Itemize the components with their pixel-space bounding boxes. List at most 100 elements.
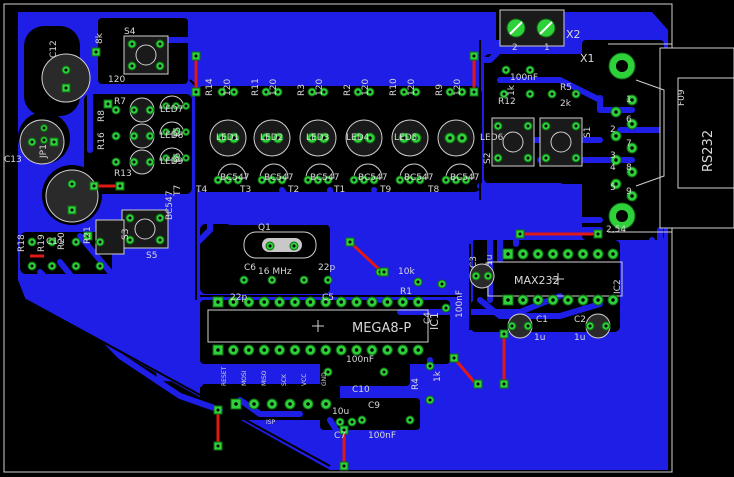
label-r2: R2	[343, 84, 353, 96]
label-x1-pin7: 7	[626, 139, 632, 149]
pad-hole	[350, 420, 354, 424]
label-f09: F09	[677, 89, 687, 106]
pad-hole	[416, 280, 420, 284]
label-r13: R13	[114, 169, 132, 179]
pad-hole	[444, 306, 448, 310]
label-rs232: RS232	[701, 130, 716, 172]
pad-hole	[506, 252, 510, 256]
label-t5: T5	[173, 127, 183, 139]
label-t4: T4	[195, 185, 207, 195]
pad-hole	[354, 348, 359, 352]
label-c1: C1	[536, 315, 548, 325]
label-x1-pin6: 6	[626, 115, 632, 125]
pad-hole	[128, 238, 132, 242]
pad-hole	[114, 134, 118, 138]
label-c2-val: 1u	[574, 333, 585, 343]
label-mcu: MEGA8-P	[352, 321, 411, 336]
pad-hole	[496, 156, 500, 160]
pad-hole	[220, 90, 224, 94]
pad-hole	[128, 216, 132, 220]
pad-hole	[194, 54, 198, 58]
pad-hole	[401, 348, 405, 352]
label-r14-val: 120	[223, 79, 233, 96]
pad-hole	[106, 102, 110, 106]
pad-hole	[502, 92, 506, 96]
label-led3: LED3	[306, 133, 329, 143]
label-isp-mosi: MOSI	[241, 370, 248, 386]
pad-hole	[247, 348, 251, 352]
pad-hole	[270, 278, 274, 282]
pad-hole	[326, 278, 330, 282]
pad-hole	[614, 158, 618, 162]
label-t8: T8	[427, 185, 439, 195]
pad-hole	[308, 348, 313, 352]
pad-hole	[114, 160, 118, 164]
label-x2-pin1: 1	[544, 43, 550, 53]
pad-hole	[268, 244, 272, 248]
pad-hole	[418, 178, 422, 182]
label-s1: S1	[583, 127, 593, 138]
pad-hole	[231, 300, 236, 304]
pad-hole	[158, 64, 162, 68]
label-r4: R4	[411, 378, 421, 390]
pad-hole	[448, 90, 452, 94]
pad-hole	[194, 90, 198, 94]
label-r19: R19	[37, 234, 47, 252]
pad-hole	[356, 136, 360, 140]
label-s4: S4	[124, 27, 136, 37]
label-led1: LED1	[216, 133, 239, 143]
pad-hole	[402, 90, 406, 94]
pad-hole	[322, 90, 326, 94]
pad-hole	[50, 240, 54, 244]
label-bc547-6: BC547	[450, 173, 479, 183]
label-x1-pin9: 9	[626, 187, 632, 197]
pad-hole	[270, 178, 274, 182]
pad-hole	[360, 418, 364, 422]
label-r20: R20	[57, 232, 67, 250]
pad-hole	[64, 86, 68, 90]
pad-hole	[526, 124, 530, 128]
pad-hole	[74, 240, 78, 244]
label-c10: C10	[352, 385, 370, 395]
pad-hole	[148, 134, 152, 138]
pad-hole	[454, 178, 458, 182]
pad-hole	[502, 382, 506, 386]
pad-hole	[402, 136, 406, 140]
label-r-8k: 8k	[95, 32, 105, 44]
pad-hole	[596, 252, 600, 256]
rs232-connector	[608, 43, 734, 233]
pad-hole	[184, 104, 188, 108]
label-r11-val: 120	[269, 79, 279, 96]
pad-hole	[92, 184, 96, 188]
label-c6: C6	[244, 263, 256, 273]
pad-hole	[310, 90, 314, 94]
pad-hole	[148, 160, 152, 164]
pad-hole	[472, 54, 476, 58]
label-r21: R21	[83, 226, 93, 244]
trace-outlines	[25, 40, 481, 467]
pad-hole	[416, 348, 420, 352]
label-q1: Q1	[258, 223, 271, 233]
label-crystal-val: 16 MHz	[258, 267, 292, 277]
label-r9: R9	[435, 84, 445, 96]
pad-hole	[326, 178, 330, 182]
pad-hole	[226, 178, 230, 182]
pad-hole	[362, 178, 366, 182]
label-t7: T7	[173, 185, 183, 197]
label-r14: R14	[205, 78, 215, 96]
pad-hole	[416, 300, 420, 304]
mcu-outline	[207, 309, 429, 343]
label-c9-val: 100nF	[368, 431, 396, 441]
pad-hole	[428, 398, 432, 402]
label-bc547-3: BC547	[310, 173, 339, 183]
pad-hole	[164, 156, 168, 160]
pad-hole	[452, 356, 456, 360]
pad-hole	[252, 402, 256, 406]
pad-hole	[630, 122, 634, 126]
pad-hole	[277, 348, 282, 352]
pad-hole	[630, 146, 634, 150]
pad-hole	[164, 130, 168, 134]
label-s2: S2	[483, 153, 493, 164]
label-r9-val: 120	[453, 79, 463, 96]
